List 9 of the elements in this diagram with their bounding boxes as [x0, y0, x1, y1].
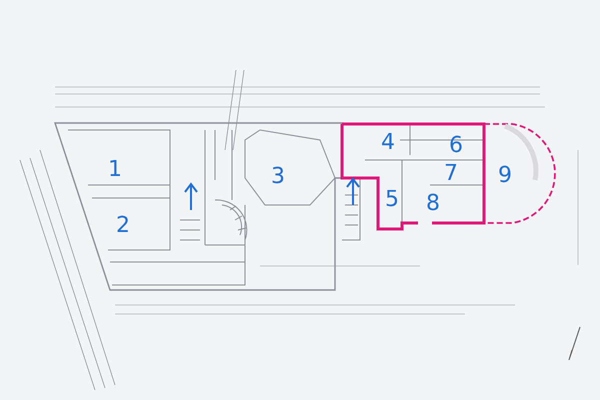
room-number: 1 — [108, 159, 122, 181]
room-number: 4 — [381, 132, 395, 154]
room-number: 5 — [385, 189, 399, 211]
room-number: 3 — [271, 166, 285, 188]
room-number: 6 — [449, 135, 463, 157]
room-number: 9 — [498, 165, 512, 187]
room-number: 8 — [426, 193, 440, 215]
room-number: 7 — [444, 163, 458, 185]
room-number: 2 — [116, 215, 130, 237]
